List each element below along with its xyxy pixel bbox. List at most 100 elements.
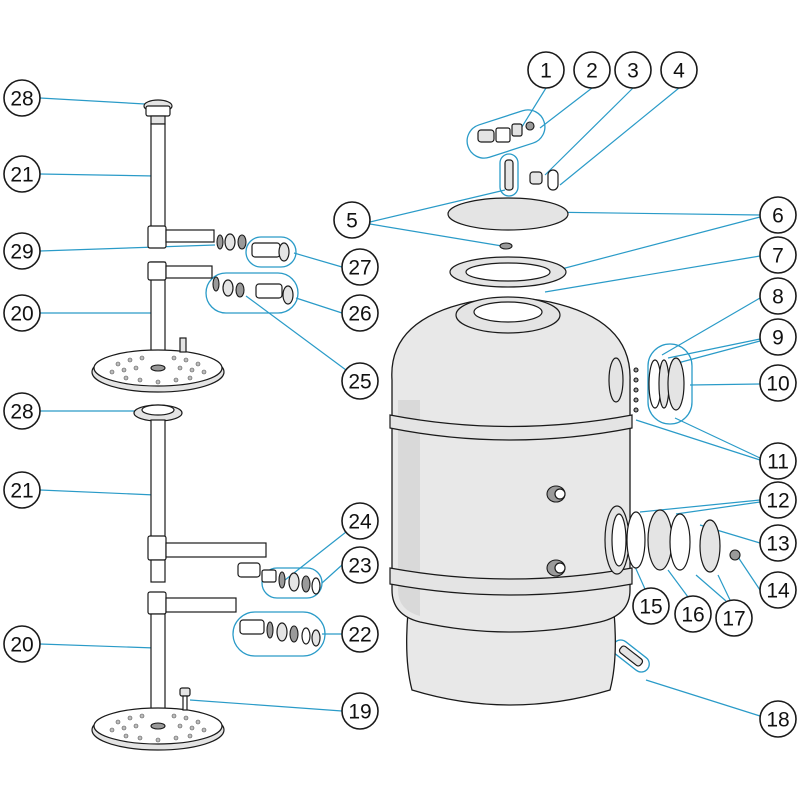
callout-2: 2 [573, 51, 611, 89]
callout-number: 21 [10, 164, 33, 187]
leader-14 [737, 556, 761, 591]
callout-10: 10 [759, 364, 797, 402]
callout-circle [527, 51, 565, 89]
callout-number: 8 [772, 286, 784, 309]
tank-body [391, 297, 631, 633]
callout-circle [759, 524, 797, 562]
callout-1: 1 [527, 51, 565, 89]
callout-21: 21 [3, 471, 41, 509]
callout-number: 6 [772, 205, 784, 228]
callout-circle [341, 502, 379, 540]
part-12-seal [669, 513, 691, 571]
callout-number: 22 [348, 624, 371, 647]
callout-number: 28 [10, 88, 33, 111]
upper-branch-pipe [165, 229, 215, 243]
leader-29 [39, 244, 216, 252]
tank-nozzle-lower [546, 559, 566, 577]
callout-8: 8 [759, 277, 797, 315]
lower-tee [147, 535, 167, 561]
callout-circle [759, 442, 797, 480]
upper-branch-pipe-2 [165, 265, 213, 279]
callout-6: 6 [759, 196, 797, 234]
callout-number: 1 [540, 60, 552, 83]
callout-circle [759, 277, 797, 315]
callout-4: 4 [660, 51, 698, 89]
callout-number: 23 [348, 555, 371, 578]
part-27-coupling [251, 242, 290, 262]
leader-2 [539, 87, 593, 129]
callout-20: 20 [3, 625, 41, 663]
leader-28a [39, 97, 146, 105]
lower-lateral-assembly [91, 404, 321, 751]
group-ring-1-2 [466, 109, 546, 159]
group-rings [205, 109, 693, 673]
group-ring-25-26 [205, 272, 299, 314]
callout-circle [759, 700, 797, 738]
callout-circle [715, 599, 753, 637]
callout-circle [614, 51, 652, 89]
callout-number: 10 [766, 373, 789, 396]
leader-17a [695, 574, 727, 602]
leader-21a [39, 173, 156, 177]
tank-base [406, 611, 616, 706]
leader-7 [544, 255, 761, 293]
callout-28: 28 [3, 79, 41, 117]
callout-circle [759, 481, 797, 519]
tank-lower-belt [389, 567, 633, 596]
callout-24: 24 [341, 502, 379, 540]
callout-number: 20 [10, 634, 33, 657]
callout-number: 11 [767, 451, 789, 474]
callout-12: 12 [759, 481, 797, 519]
part-28-distributor-lower [133, 404, 183, 422]
callout-circle [341, 692, 379, 730]
callout-circle [3, 155, 41, 193]
leader-11b [635, 419, 761, 461]
part-22-fittings [239, 619, 321, 647]
callout-15: 15 [632, 587, 670, 625]
lower-branch-pipe [165, 542, 267, 558]
callout-circle [759, 364, 797, 402]
callout-circle [3, 392, 41, 430]
leader-lines [39, 87, 761, 717]
top-fittings [447, 121, 569, 288]
upper-plate-valve [179, 337, 187, 353]
callout-18: 18 [759, 700, 797, 738]
callout-circle [3, 625, 41, 663]
callout-16: 16 [674, 595, 712, 633]
callout-13: 13 [759, 524, 797, 562]
callout-number: 26 [348, 303, 371, 326]
callout-25: 25 [341, 362, 379, 400]
callout-9: 9 [759, 318, 797, 356]
leader-9b [673, 340, 761, 365]
callout-21: 21 [3, 155, 41, 193]
callout-circle [3, 294, 41, 332]
callout-circle [632, 587, 670, 625]
tank-nozzle-upper [546, 485, 566, 503]
callout-11: 11 [759, 442, 797, 480]
group-ring-22 [232, 611, 326, 657]
leader-16 [667, 569, 689, 598]
callout-circle [660, 51, 698, 89]
callout-28: 28 [3, 392, 41, 430]
part-23-rings [278, 571, 321, 595]
part-21-pipe-upper [150, 123, 166, 233]
leader-23 [321, 564, 343, 584]
callout-number: 27 [348, 257, 371, 280]
leader-18 [645, 679, 761, 717]
callout-17: 17 [715, 599, 753, 637]
part-15-gasket [626, 511, 646, 569]
callout-number: 24 [348, 511, 372, 534]
leader-4 [559, 87, 680, 186]
callout-number: 15 [639, 596, 662, 619]
leader-12b [675, 501, 761, 515]
leader-5b [369, 223, 503, 247]
callout-circle [573, 51, 611, 89]
filter-tank [389, 296, 633, 706]
callout-circle [759, 571, 797, 609]
side-fittings [618, 357, 741, 667]
callout-circle [759, 196, 797, 234]
callout-circle [341, 546, 379, 584]
part-24-coupling [237, 562, 277, 583]
part-1-2-valve [477, 121, 535, 143]
